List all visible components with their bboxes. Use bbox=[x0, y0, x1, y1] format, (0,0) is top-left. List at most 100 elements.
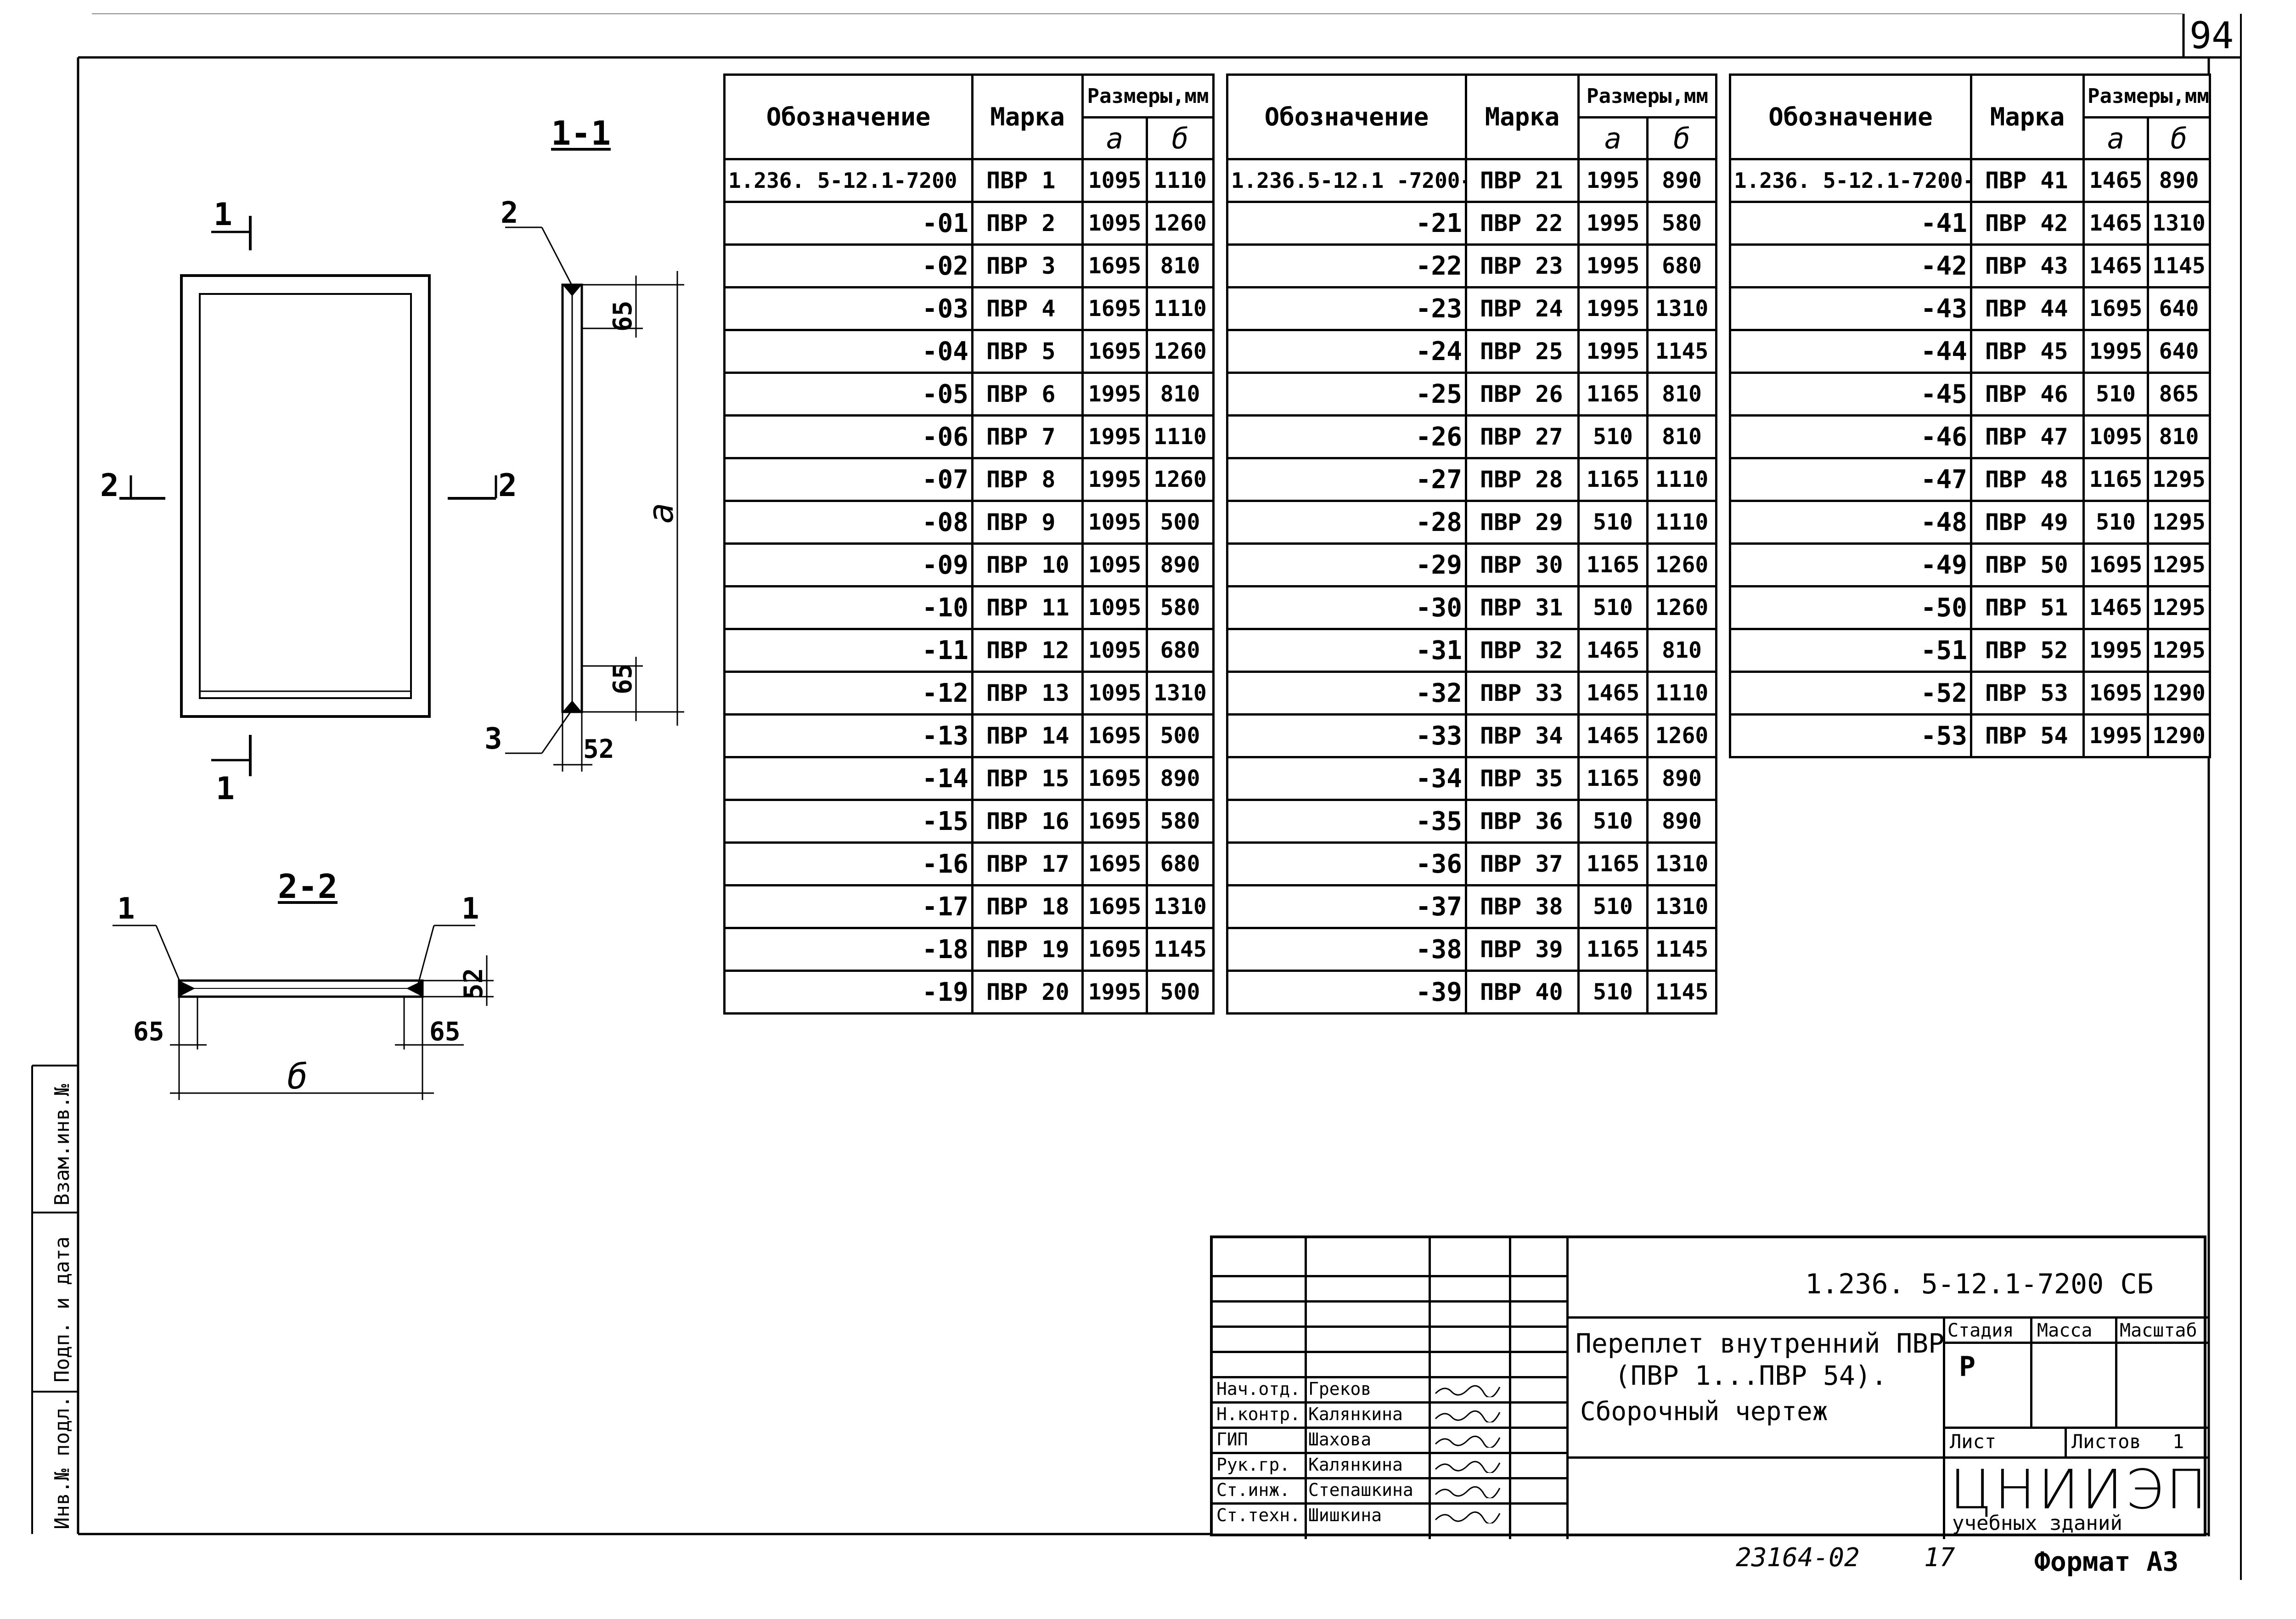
cell-mark: ПВР 13 bbox=[971, 671, 1084, 716]
cell-mark: ПВР 12 bbox=[971, 628, 1084, 673]
org-name: ЦНИИЭП bbox=[1950, 1458, 2210, 1521]
cell-designation: -31 bbox=[1226, 628, 1467, 673]
cell-size-a: 510 bbox=[1577, 585, 1649, 630]
signature-role: ГИП bbox=[1216, 1429, 1248, 1450]
cell-designation: -11 bbox=[723, 628, 974, 673]
callout-1-left: 1 bbox=[117, 892, 135, 926]
cell-size-a: 1995 bbox=[2082, 628, 2149, 673]
cell-mark: ПВР 34 bbox=[1465, 713, 1580, 758]
sheets-value: 1 bbox=[2172, 1430, 2184, 1453]
cell-size-b: 1145 bbox=[1646, 927, 1717, 972]
cell-designation: -51 bbox=[1729, 628, 1972, 673]
header-b: б bbox=[2147, 116, 2211, 160]
cell-size-a: 1695 bbox=[2082, 542, 2149, 587]
cell-size-a: 1695 bbox=[2082, 671, 2149, 716]
cell-designation: -26 bbox=[1226, 414, 1467, 459]
cell-size-a: 1995 bbox=[1577, 286, 1649, 331]
cell-size-a: 1695 bbox=[2082, 286, 2149, 331]
cell-designation: -39 bbox=[1226, 970, 1467, 1015]
cell-designation: -28 bbox=[1226, 500, 1467, 545]
cell-size-a: 1995 bbox=[1577, 158, 1649, 203]
cell-designation: -08 bbox=[723, 500, 974, 545]
cell-designation: -27 bbox=[1226, 457, 1467, 502]
cell-mark: ПВР 45 bbox=[1970, 329, 2085, 374]
cell-size-b: 680 bbox=[1146, 628, 1215, 673]
dim-b: б bbox=[287, 1056, 308, 1097]
cell-size-b: 500 bbox=[1146, 713, 1215, 758]
cell-size-a: 1695 bbox=[1081, 756, 1148, 801]
cell-designation: -18 bbox=[723, 927, 974, 972]
cell-mark: ПВР 53 bbox=[1970, 671, 2085, 716]
cell-size-a: 1695 bbox=[1081, 799, 1148, 844]
title-block: 1.236. 5-12.1-7200 СБ Переплет внутренни… bbox=[1210, 1235, 2209, 1539]
page-number: 94 bbox=[2189, 14, 2234, 57]
header-designation: Обозначение bbox=[1729, 73, 1972, 160]
stage-label: Стадия bbox=[1947, 1320, 2014, 1341]
cell-designation: 1.236. 5-12.1-7200-40 bbox=[1729, 158, 1972, 203]
cell-size-a: 1095 bbox=[1081, 671, 1148, 716]
cell-mark: ПВР 43 bbox=[1970, 243, 2085, 288]
copy-number: 17 bbox=[1924, 1543, 1955, 1573]
dim-52-section-2-2: 52 bbox=[459, 968, 489, 999]
dim-a: а bbox=[640, 502, 681, 524]
cell-mark: ПВР 21 bbox=[1465, 158, 1580, 203]
cell-size-b: 890 bbox=[1646, 158, 1717, 203]
cell-size-a: 1695 bbox=[1081, 841, 1148, 886]
signature-role: Ст.инж. bbox=[1216, 1480, 1290, 1500]
cell-size-a: 1995 bbox=[1081, 457, 1148, 502]
cell-size-b: 1260 bbox=[1146, 457, 1215, 502]
cell-size-a: 1695 bbox=[1081, 927, 1148, 972]
cell-size-b: 1110 bbox=[1146, 414, 1215, 459]
cell-size-b: 1145 bbox=[1646, 970, 1717, 1015]
header-sizes: Размеры,мм bbox=[1081, 73, 1215, 118]
cell-size-b: 580 bbox=[1646, 201, 1717, 246]
cell-mark: ПВР 38 bbox=[1465, 884, 1580, 929]
cell-size-a: 1095 bbox=[1081, 500, 1148, 545]
cell-size-b: 1110 bbox=[1646, 457, 1717, 502]
cell-size-b: 1295 bbox=[2147, 457, 2211, 502]
header-designation: Обозначение bbox=[723, 73, 974, 160]
cell-designation: -38 bbox=[1226, 927, 1467, 972]
cell-size-b: 1290 bbox=[2147, 713, 2211, 758]
cell-size-b: 500 bbox=[1146, 970, 1215, 1015]
cell-size-a: 1995 bbox=[1577, 329, 1649, 374]
cell-size-a: 1465 bbox=[1577, 671, 1649, 716]
cell-size-b: 1310 bbox=[1646, 884, 1717, 929]
cell-size-a: 1165 bbox=[1577, 927, 1649, 972]
signature-scribble bbox=[1433, 1409, 1502, 1423]
cell-designation: -16 bbox=[723, 841, 974, 886]
cell-designation: -52 bbox=[1729, 671, 1972, 716]
signature-name: Шишкина bbox=[1308, 1505, 1382, 1525]
spec-table-2: Обозначение Марка Размеры,мм а б 1.236.5… bbox=[1226, 73, 1717, 1015]
cell-size-b: 680 bbox=[1646, 243, 1717, 288]
cell-size-a: 1995 bbox=[1081, 372, 1148, 417]
cell-size-b: 1260 bbox=[1646, 542, 1717, 587]
cell-size-b: 890 bbox=[2147, 158, 2211, 203]
cell-size-a: 1095 bbox=[2082, 414, 2149, 459]
cell-size-b: 1145 bbox=[2147, 243, 2211, 288]
sheets-label: Листов bbox=[2071, 1430, 2141, 1453]
cell-mark: ПВР 30 bbox=[1465, 542, 1580, 587]
cell-mark: ПВР 11 bbox=[971, 585, 1084, 630]
strip-replace-inv-label: Взам.инв.№ bbox=[51, 1084, 74, 1206]
cell-mark: ПВР 52 bbox=[1970, 628, 2085, 673]
cell-size-a: 1995 bbox=[2082, 329, 2149, 374]
cell-size-b: 1260 bbox=[1146, 329, 1215, 374]
